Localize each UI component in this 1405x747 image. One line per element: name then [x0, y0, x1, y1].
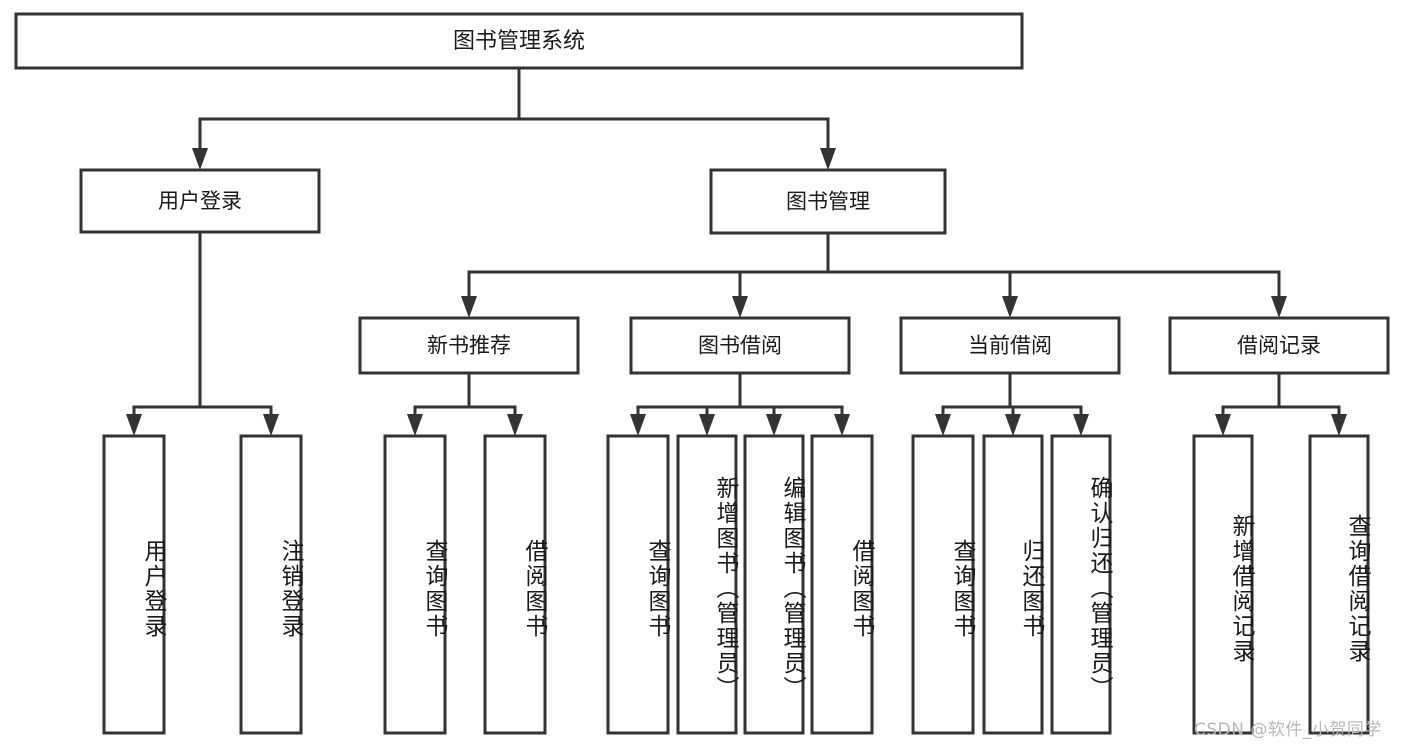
- leaf-box-编辑图书管理员: [743, 434, 805, 735]
- leaf-box-查询图书: [383, 434, 447, 735]
- level2-box-图书借阅: [629, 316, 851, 375]
- level2-label-图书借阅: 图书借阅: [698, 334, 782, 358]
- root-label-图书管理系统: 图书管理系统: [453, 29, 585, 54]
- connector-layer: [126, 66, 1347, 436]
- level1-label-用户登录: 用户登录: [158, 189, 242, 213]
- arrow-head-root-1: [820, 148, 836, 170]
- leaf-box-新增借阅记录: [1192, 434, 1254, 735]
- leaf-box-归还图书: [982, 434, 1044, 735]
- root-box-图书管理系统: [14, 12, 1024, 70]
- arrow-head-leafgrp-3-1: [1005, 414, 1021, 436]
- level1-box-用户登录: [79, 168, 321, 234]
- arrow-head-leafgrp-4-1: [1331, 414, 1347, 436]
- arrow-head-book-mgmt-1: [732, 296, 748, 318]
- arrow-head-leafgrp-2-1: [699, 414, 715, 436]
- level2-label-当前借阅: 当前借阅: [968, 334, 1052, 358]
- arrow-head-book-mgmt-3: [1271, 296, 1287, 318]
- csdn-watermark: CSDN @软件_小贺同学: [1194, 720, 1382, 740]
- arrow-head-root-0: [192, 148, 208, 170]
- leaf-box-查询借阅记录: [1308, 434, 1370, 735]
- arrow-head-leafgrp-2-0: [630, 414, 646, 436]
- arrow-head-leafgrp-0-1: [263, 414, 279, 436]
- level1-box-图书管理: [709, 168, 947, 235]
- arrow-head-leafgrp-3-2: [1073, 414, 1089, 436]
- leaf-box-确认归还管理员: [1050, 434, 1112, 735]
- arrow-head-leafgrp-2-3: [834, 414, 850, 436]
- arrow-head-leafgrp-4-0: [1215, 414, 1231, 436]
- level2-box-当前借阅: [899, 316, 1121, 375]
- leaf-box-查询图书: [911, 434, 975, 735]
- leaf-box-注销登录: [239, 434, 303, 735]
- level2-box-新书推荐: [358, 316, 580, 375]
- level2-label-借阅记录: 借阅记录: [1237, 334, 1321, 358]
- arrow-head-book-mgmt-2: [1002, 296, 1018, 318]
- arrow-head-leafgrp-1-1: [507, 414, 523, 436]
- leaf-box-查询图书: [606, 434, 670, 735]
- level2-label-新书推荐: 新书推荐: [427, 334, 511, 358]
- arrow-head-leafgrp-2-2: [766, 414, 782, 436]
- level1-label-图书管理: 图书管理: [786, 190, 870, 214]
- leaf-box-借阅图书: [810, 434, 874, 735]
- arrow-head-leafgrp-3-0: [935, 414, 951, 436]
- node-box-layer: [14, 12, 1390, 735]
- arrow-head-book-mgmt-0: [461, 296, 477, 318]
- leaf-box-新增图书管理员: [676, 434, 738, 735]
- leaf-box-借阅图书: [483, 434, 547, 735]
- level2-box-借阅记录: [1168, 316, 1390, 375]
- leaf-box-用户登录: [102, 434, 166, 735]
- arrow-head-leafgrp-0-0: [126, 414, 142, 436]
- arrow-head-leafgrp-1-0: [407, 414, 423, 436]
